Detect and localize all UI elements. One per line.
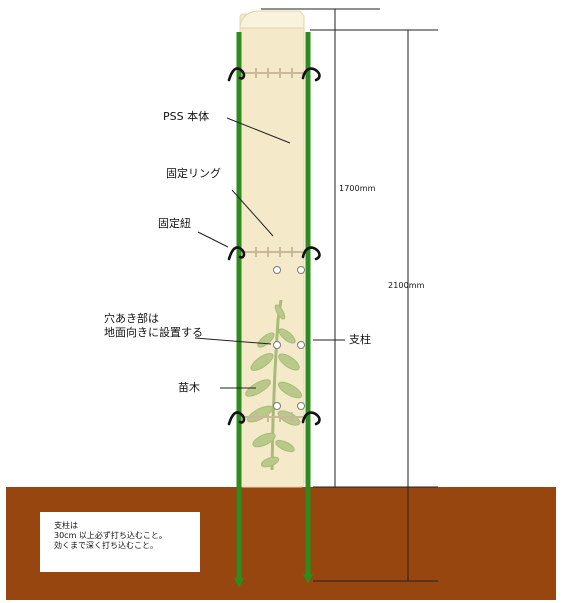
fixing-strings	[227, 67, 321, 426]
label-support-post: 支柱	[349, 333, 371, 346]
fixing-rings	[245, 68, 303, 422]
support-posts	[234, 32, 313, 588]
note-line-2: 30cm 以上必ず打ち込むこと。	[54, 531, 167, 540]
label-holes-line1: 穴あき部は	[104, 312, 159, 325]
dimension-tube-height: 1700mm	[339, 184, 376, 193]
label-pss-body: PSS 本体	[163, 110, 210, 123]
leader-lines	[194, 117, 345, 389]
dimension-lines	[261, 8, 438, 582]
tube-holes	[273, 266, 305, 410]
pss-tube-top-edge	[239, 10, 305, 29]
note-line-3: 効くまで深く打ち込むこと。	[54, 541, 158, 550]
note-line-1: 支柱は	[54, 521, 78, 530]
label-fixing-string: 固定紐	[158, 217, 191, 230]
label-fixing-ring: 固定リング	[166, 167, 221, 180]
label-holes-line2: 地面向きに設置する	[104, 326, 203, 339]
dimension-post-height: 2100mm	[388, 281, 425, 290]
installation-note: 支柱は 30cm 以上必ず打ち込むこと。 効くまで深く打ち込むこと。	[40, 512, 200, 572]
label-seedling: 苗木	[178, 381, 200, 394]
